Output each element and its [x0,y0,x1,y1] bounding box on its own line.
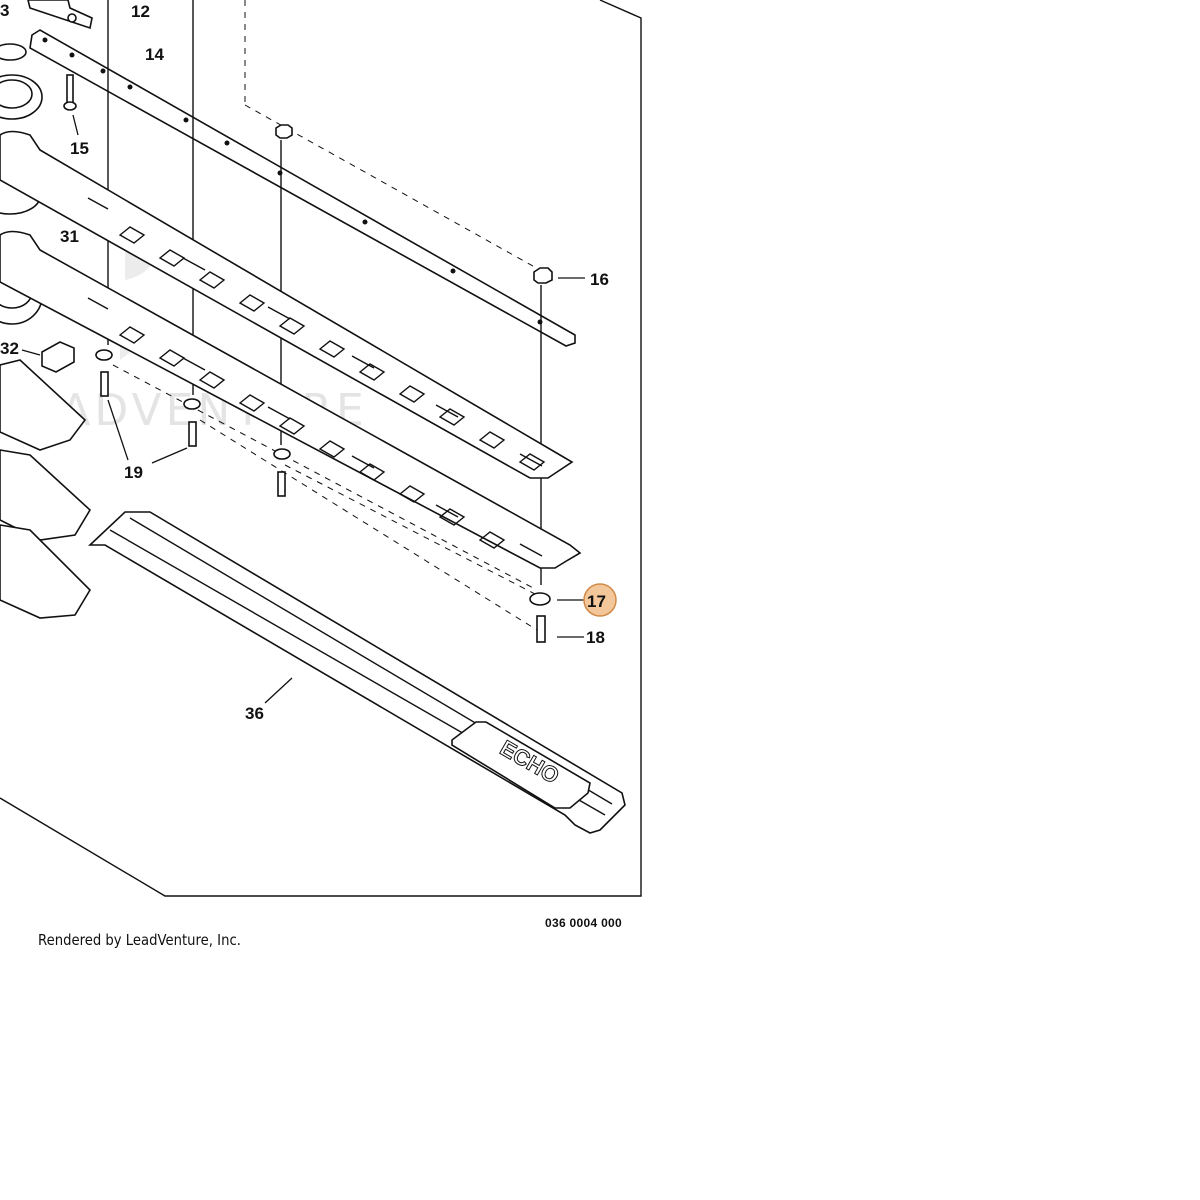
render-credit: Rendered by LeadVenture, Inc. [38,931,241,949]
callout-labels: 3 12 14 15 31 16 32 19 17 18 36 [0,1,617,723]
lower-blade [0,230,582,569]
upper-blade [0,130,574,479]
callout-31: 31 [60,227,79,246]
callout-3: 3 [0,1,9,20]
part-36-guard: ECHO [87,511,626,834]
part-14-bar [29,29,576,347]
callout-18: 18 [586,628,605,647]
callout-15: 15 [70,139,89,158]
washers-bolts [95,349,584,643]
part-32-clip [21,341,75,373]
callout-17-highlight [583,583,617,617]
callout-36: 36 [245,704,264,723]
part-16-nut [275,124,585,284]
diagram-code: 036 0004 000 [545,916,623,930]
part-12-plate [27,0,93,30]
diagram-frame [0,0,642,897]
part-15-bolt [63,74,79,136]
callout-17: 17 [587,592,606,611]
callout-16: 16 [590,270,609,289]
left-plates [0,359,92,619]
callout-19: 19 [124,463,143,482]
callout-14: 14 [145,45,164,64]
callout-32: 32 [0,339,19,358]
callout-12: 12 [131,2,150,21]
